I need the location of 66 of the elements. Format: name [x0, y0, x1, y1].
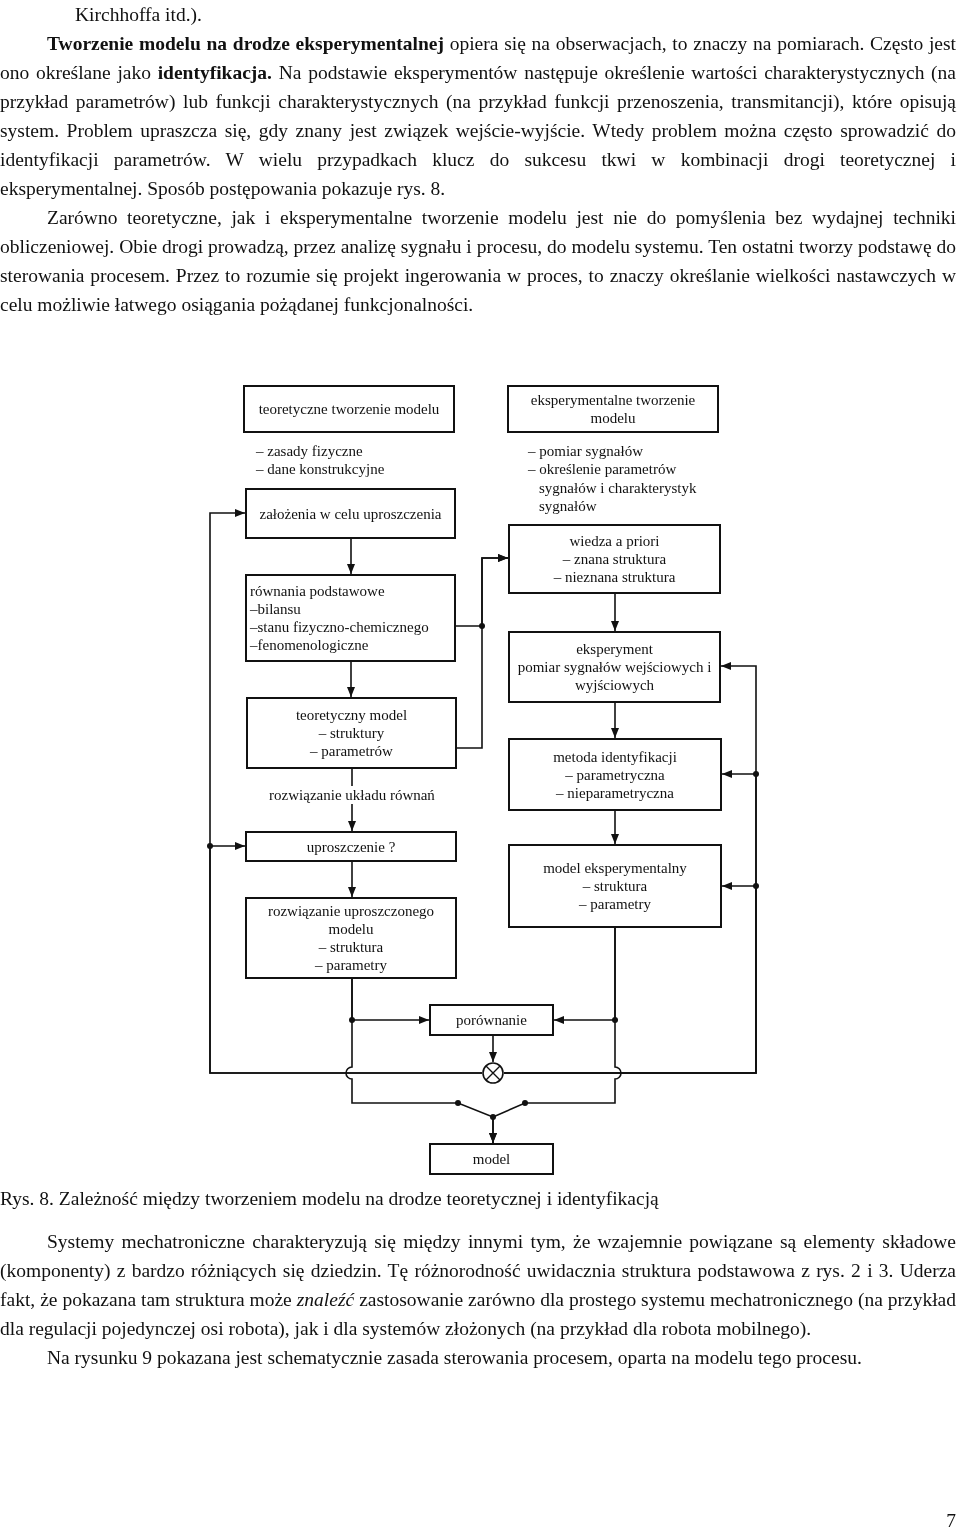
figure-caption: Rys. 8. Zależność między tworzeniem modelu na drodze teoretycznej i identyfikacją: [0, 1187, 660, 1211]
arrow: [347, 538, 355, 575]
connector-line: [351, 768, 353, 787]
box-heading: eksperymentalne tworzenie modelu: [529, 391, 697, 427]
process-box: [507, 385, 719, 433]
arrow: [489, 927, 622, 1144]
box-text: –bilansu: [250, 600, 301, 618]
process-box: [508, 844, 722, 928]
box-text: – struktura: [318, 938, 384, 956]
box-text: –stanu fizyczno-chemicznego: [250, 618, 429, 636]
flow-label: rozwiązanie układu równań: [262, 786, 442, 804]
arrow: [348, 861, 356, 898]
process-box: [508, 631, 721, 703]
process-box: [246, 697, 457, 769]
box-text: – nieznana struktura: [553, 568, 676, 586]
box-heading: wiedza a priori: [569, 532, 660, 550]
box-text: – parametrów: [310, 742, 393, 760]
box-text: – parametry: [578, 895, 652, 913]
arrow: [347, 661, 355, 698]
process-box: [245, 897, 457, 979]
arrow: [611, 593, 619, 632]
box-heading: równania podstawowe: [250, 582, 385, 600]
box-heading: model: [472, 1150, 511, 1168]
box-heading: założenia w celu uproszczenia: [259, 504, 442, 523]
arrow: [611, 810, 619, 845]
box-heading: metoda identyfikacji: [553, 747, 677, 766]
process-box: [508, 524, 721, 594]
arrow: [348, 803, 356, 832]
process-box: [429, 1004, 554, 1036]
process-box: [508, 738, 722, 811]
multiplier-junction-symbol: [482, 1062, 504, 1084]
process-box: [245, 574, 456, 662]
list-item: – określenie parametrów sygnałów i charakterystyk sygnałów: [528, 460, 698, 516]
paragraph: Na rysunku 9 pokazana jest schematycznie zasada sterowania procesem, oparta na modelu tego procesu.: [46, 1346, 863, 1370]
arrow: [489, 1035, 497, 1063]
box-text: pomiar sygnałów wejściowych i wyjściowych: [516, 658, 713, 694]
box-text: –fenomenologiczne: [250, 636, 369, 654]
box-text: – parametryczna: [565, 765, 665, 784]
paragraph: Zarówno teoretyczne, jak i eksperymentalne tworzenie modelu jest nie do pomyślenia bez wydajnej techniki obliczeniowej. Obie drogi prowadzą, przez analizę sygnału i procesu, do modelu systemu. Ten ostatni tworzy podstawę do sterowania procesem. Przez to rozumie się projekt ingerowania w proces, to znaczy określanie wielkości nastawczych w celu możliwie łatwego osiągania pożądanej funkcjonalności.: [0, 206, 956, 317]
arrow: [209, 842, 483, 1074]
list-item: – zasady fizyczne: [256, 442, 364, 461]
arrow: [456, 554, 509, 749]
paragraph: Tworzenie modelu na drodze eksperymentalnej opiera się na obserwacjach, to znaczy na pomiarach. Często jest ono określane jako identyfikacja. Na podstawie eksperymentów następuje określenie wartości charakterystycznych (na przykład parametrów) lub funkcji charakterystycznych (na przykład funkcji przenoszenia, transmitancji), które opisują system. Problem upraszcza się, gdy znany jest związek wejście-wyjście. Wtedy problem można często sprowadzić do identyfikacji parametrów. W wielu przypadkach klucz do sukcesu tkwi w kombinacji drogi teoretycznej i eksperymentalnej. Sposób postępowania pokazuje rys. 8.: [0, 32, 956, 201]
box-text: – nieparametryczna: [556, 783, 674, 802]
box-text: – struktura: [582, 877, 648, 895]
box-text: – znana struktura: [562, 550, 667, 568]
paragraph: Kirchhoffa itd.).: [74, 3, 203, 27]
paragraph: Systemy mechatroniczne charakteryzują się między innymi tym, że wzajemnie powiązane są elementy składowe (komponenty) z bardzo różniących się dziedzin. Tę różnorodność uwidacznia struktura podstawowa z rys. 2 i 3. Uderza fakt, że pokazana tam struktura może znaleźć zastosowanie zarówno dla prostego systemu mechatronicznego (na przykład dla regulacji pojedynczej osi robota), jak i dla systemów złożonych (na przykład dla robota mobilnego).: [0, 1230, 956, 1341]
box-heading: model eksperymentalny: [543, 859, 687, 877]
box-heading: teoretyczne tworzenie modelu: [258, 400, 440, 418]
process-box: [245, 488, 456, 539]
box-text: – parametry: [314, 956, 388, 974]
box-heading: teoretyczny model: [295, 706, 408, 724]
arrow: [611, 702, 619, 739]
process-box: [429, 1143, 554, 1175]
list-item: – pomiar sygnałów: [528, 442, 644, 461]
box-heading: eksperyment: [576, 640, 653, 658]
box-heading: uproszczenie ?: [306, 837, 396, 856]
box-heading: porównanie: [456, 1011, 527, 1029]
arrow: [503, 882, 757, 1074]
box-text: – struktury: [318, 724, 385, 742]
list-item: – dane konstrukcyjne: [256, 460, 386, 479]
box-heading: rozwiązanie uproszczonego modelu: [266, 902, 436, 938]
process-box: [245, 831, 457, 862]
page-number: 7: [946, 1510, 956, 1532]
process-box: [243, 385, 455, 433]
